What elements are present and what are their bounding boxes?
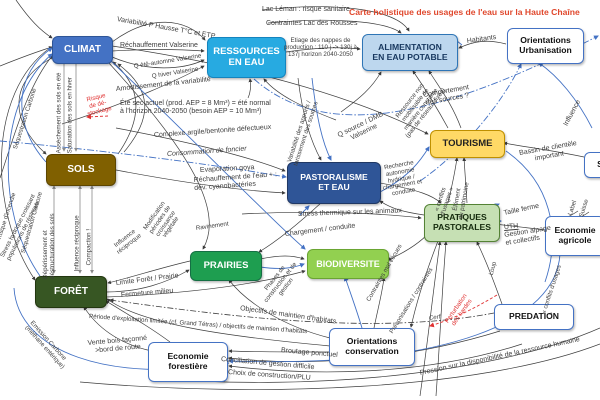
- label-etiage-nappes: Etiage des nappes de production : 110 j …: [284, 37, 357, 58]
- node-alimentation-eau-potable: ALIMENTATION EN EAU POTABLE: [362, 34, 458, 71]
- node-ressources-en-eau: RESSOURCES EN EAU: [207, 37, 286, 78]
- gray-vertical-arrows: [52, 64, 94, 274]
- label-lac-leman: Lac Léman : risque sanitaire: [262, 6, 350, 13]
- label-compaction: Compaction !: [85, 228, 93, 266]
- node-predation: PREDATION: [494, 304, 574, 330]
- label-contraintes-lac-rousses: Contraintes Lac des Rousses: [266, 20, 358, 27]
- label-saturation-sols: Saturation des sols en hiver: [66, 77, 74, 154]
- node-economie-agricole: Economie agricole: [545, 216, 600, 256]
- map-title: Carte holistique des usages de l'eau sur…: [349, 7, 580, 17]
- red-dashed-arrows: [86, 114, 498, 328]
- node-pastoralisme-et-eau: PASTORALISME ET EAU: [287, 162, 381, 204]
- label-recherche-autonomie: Recherche autonomie hydrique / chargemen…: [382, 159, 423, 198]
- node-tourisme: TOURISME: [430, 130, 505, 158]
- node-boite-coupee: S: [584, 152, 600, 178]
- node-prairies: PRAIRIES: [190, 251, 262, 281]
- node-orientations-urbanisation: Orientations Urbanisation: [507, 28, 584, 64]
- label-rechauffement-valserine: Réchauffement Valserine: [120, 42, 198, 49]
- node-biodiversite: BIODIVERSITE: [307, 249, 389, 279]
- node-climat: CLIMAT: [52, 36, 113, 64]
- node-economie-forestiere: Economie forestière: [148, 342, 228, 382]
- node-pratiques-pastorales: PRATIQUES PASTORALES: [424, 204, 500, 242]
- node-sols: SOLS: [46, 154, 116, 186]
- label-deperissement-sols: Dépérissement et déstructuration des sol…: [42, 213, 56, 279]
- label-ete-sec: Été sec actuel (prod. AEP = 8 Mm³) = été…: [120, 100, 271, 115]
- node-foret: FORÊT: [35, 276, 107, 308]
- label-influence-reciproque-sols-foret: Influence réciproque: [73, 215, 81, 272]
- label-assechement-sols: Assèchement des sols en été: [55, 72, 63, 154]
- node-orientations-conservation: Orientations conservation: [329, 328, 415, 366]
